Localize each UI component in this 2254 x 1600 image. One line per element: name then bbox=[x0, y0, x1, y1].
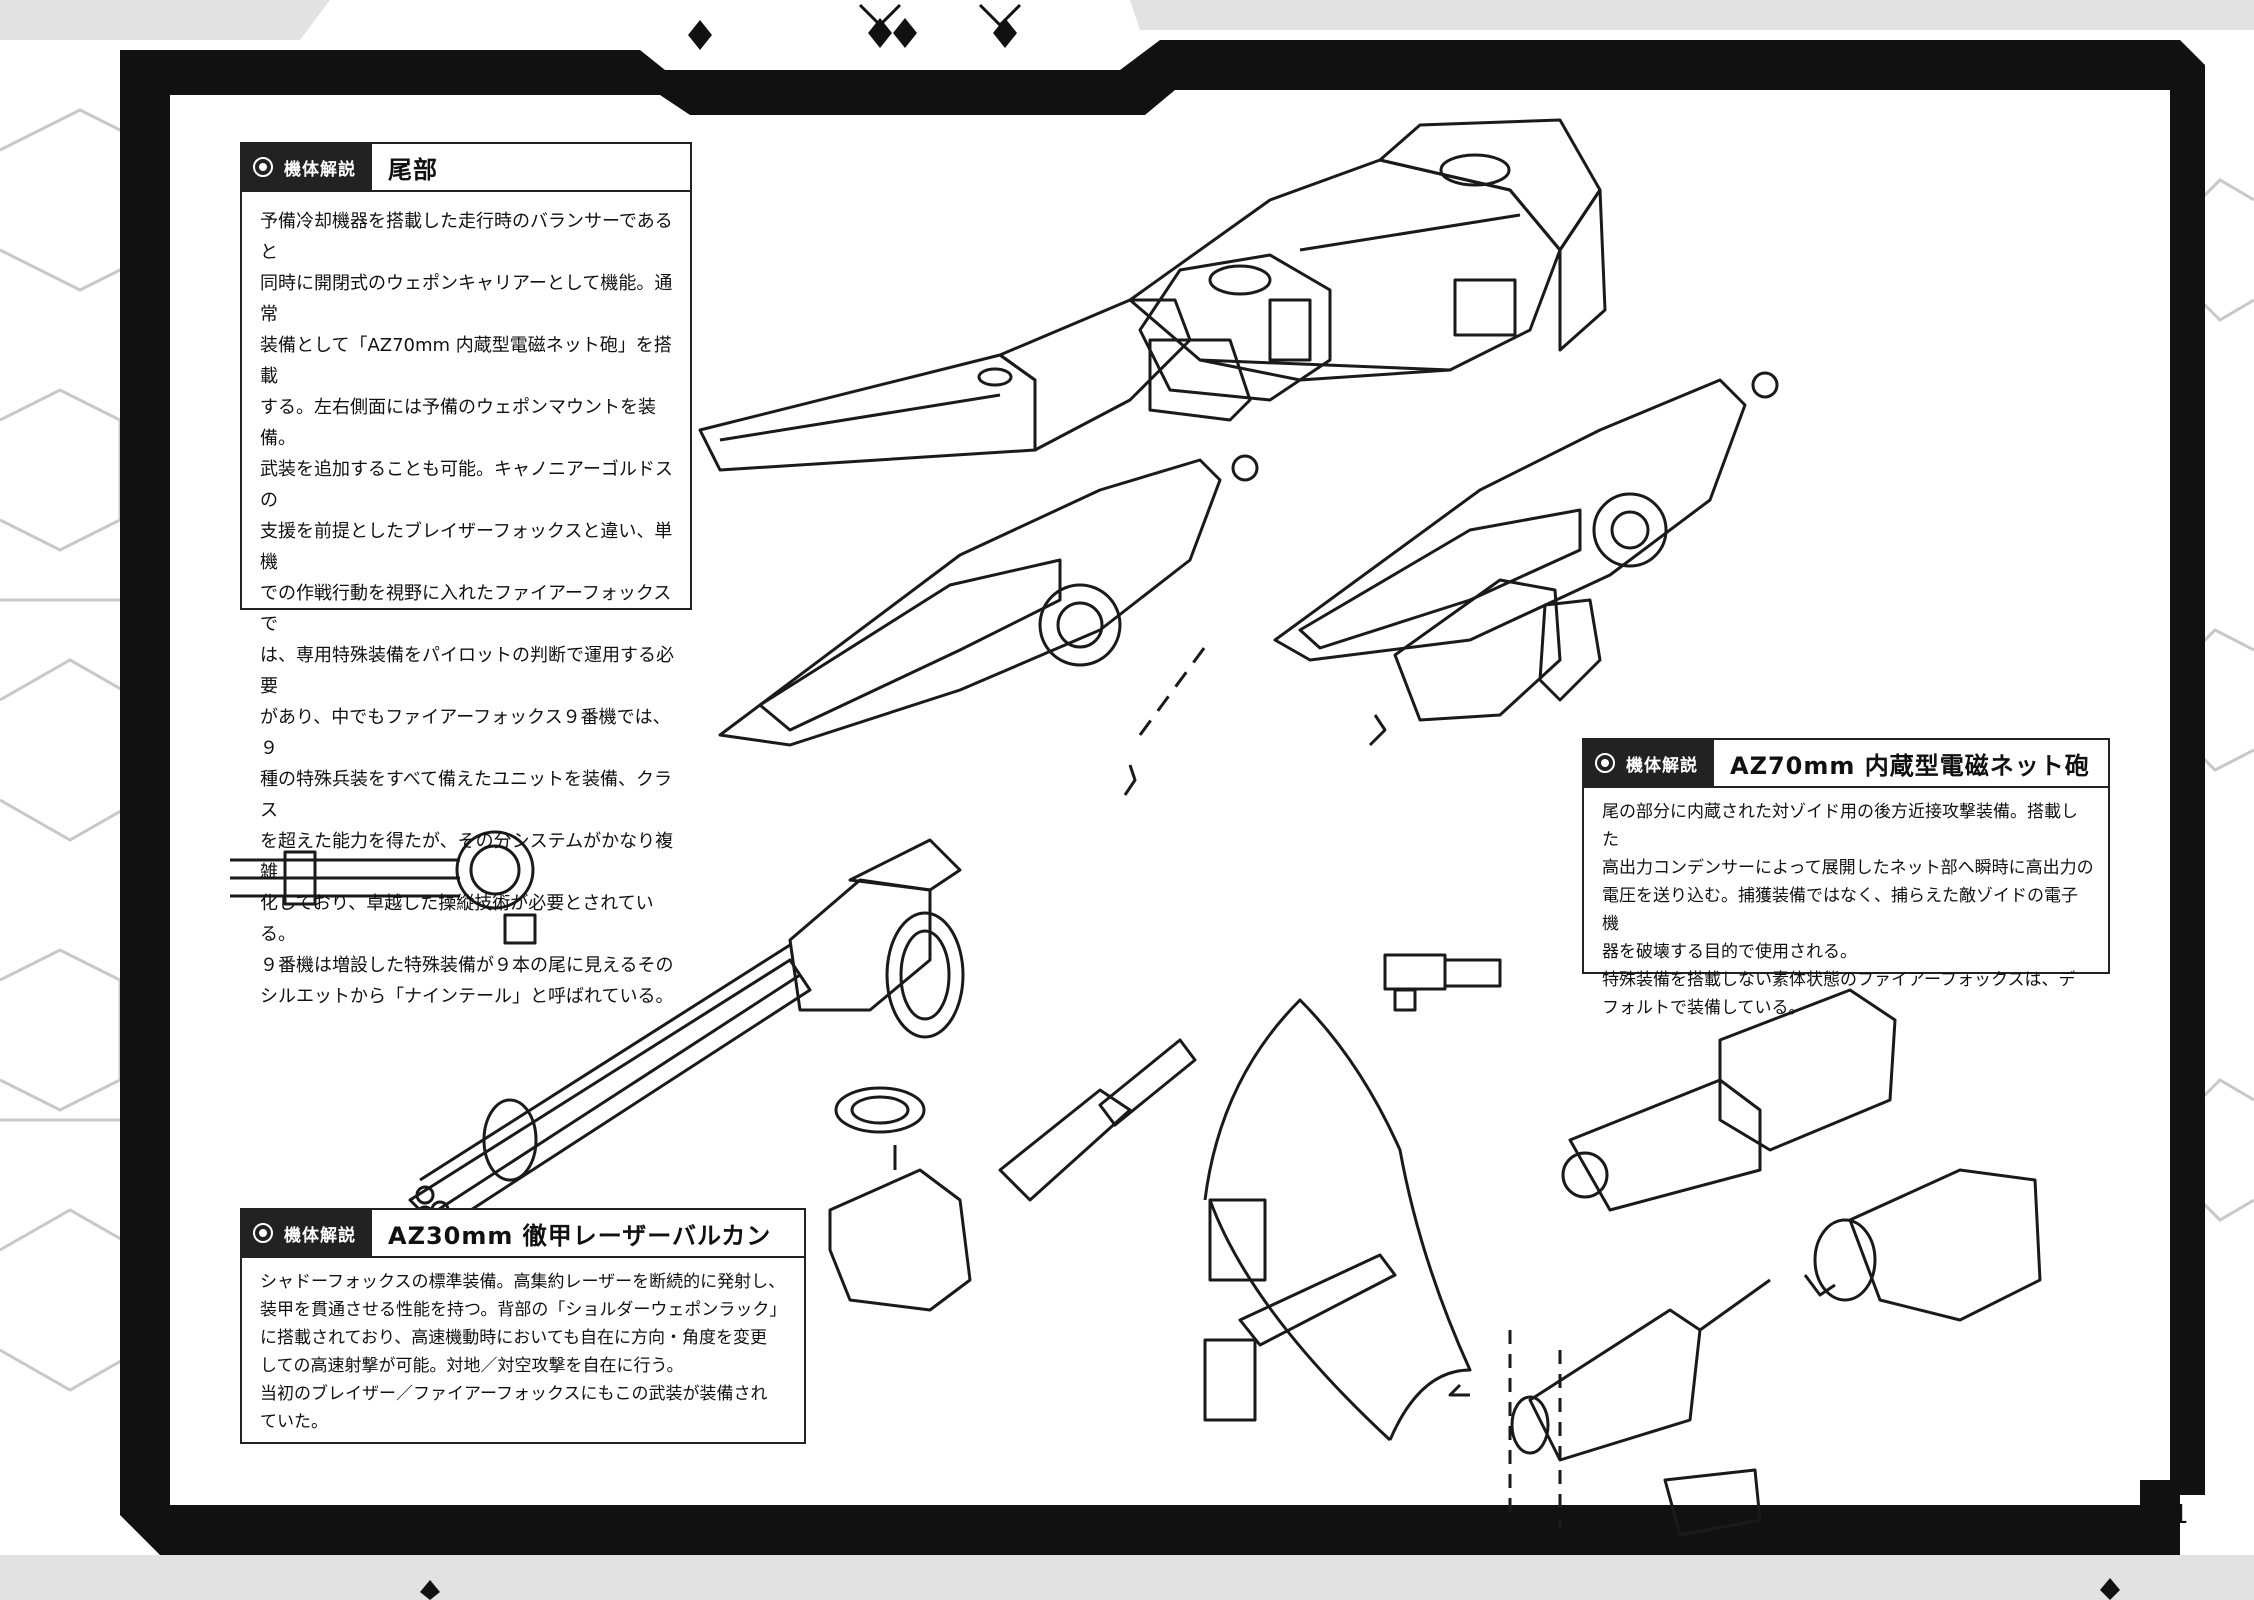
text-line: 予備冷却機器を搭載した走行時のバランサーであると bbox=[260, 211, 673, 263]
net-deployment-illustration bbox=[1203, 998, 1472, 1442]
text-line: 器を破壊する目的で使用される。 bbox=[1602, 942, 1857, 962]
net-cannon-box-header: 機体解説 AZ70mm 内蔵型電磁ネット砲 bbox=[1584, 740, 2108, 788]
text-line: シャドーフォックスの標準装備。高集約レーザーを断続的に発射し、 bbox=[260, 1272, 786, 1292]
text-line: 支援を前提としたブレイザーフォックスと違い、単機 bbox=[260, 521, 673, 573]
section-tag: 機体解説 bbox=[1584, 740, 1714, 786]
gear-icon bbox=[253, 1223, 273, 1243]
text-line: 当初のブレイザー／ファイアーフォックスにもこの武装が装備され bbox=[260, 1384, 768, 1404]
vulcan-description-box: 機体解説 AZ30mm 徹甲レーザーバルカン シャドーフォックスの標準装備。高集… bbox=[240, 1208, 806, 1444]
text-line: があり、中でもファイアーフォックス９番機では、９ bbox=[260, 707, 671, 759]
text-line: 化しており、卓越した操縦技術が必要とされている。 bbox=[260, 893, 654, 945]
text-line: 武装を追加することも可能。キャノニアーゴルドスの bbox=[260, 459, 673, 511]
page-number: 131 bbox=[2139, 1500, 2189, 1530]
section-tag-label: 機体解説 bbox=[284, 159, 356, 180]
text-line: に搭載されており、高速機動時においても自在に方向・角度を変更 bbox=[260, 1328, 767, 1348]
vulcan-box-header: 機体解説 AZ30mm 徹甲レーザーバルカン bbox=[242, 1210, 804, 1258]
text-line: を超えた能力を得たが、その分システムがかなり複雑 bbox=[260, 831, 674, 883]
text-line: 尾の部分に内蔵された対ゾイド用の後方近接攻撃装備。搭載した bbox=[1602, 802, 2078, 850]
section-tag-label: 機体解説 bbox=[1626, 755, 1698, 776]
small-part-illustration bbox=[1383, 953, 1502, 1012]
text-line: する。左右側面には予備のウェポンマウントを装備。 bbox=[260, 397, 656, 449]
tail-description-box: 機体解説 尾部 予備冷却機器を搭載した走行時のバランサーであると 同時に開閉式の… bbox=[240, 142, 692, 1007]
text-line: 高出力コンデンサーによって展開したネット部へ瞬時に高出力の bbox=[1602, 858, 2094, 878]
text-line: での作戦行動を視野に入れたファイアーフォックスで bbox=[260, 583, 672, 635]
tail-segment-left-illustration bbox=[718, 454, 1259, 796]
tail-assembly-illustration bbox=[698, 118, 1607, 472]
corner-marks bbox=[858, 3, 1022, 28]
section-tag: 機体解説 bbox=[242, 144, 372, 190]
text-line: しての高速射撃が可能。対地／対空攻撃を自在に行う。 bbox=[260, 1356, 684, 1376]
text-line: は、専用特殊装備をパイロットの判断で運用する必要 bbox=[260, 645, 674, 697]
gear-icon bbox=[1595, 753, 1615, 773]
vulcan-box-title: AZ30mm 徹甲レーザーバルカン bbox=[388, 1221, 772, 1250]
tail-box-header: 機体解説 尾部 bbox=[242, 144, 690, 192]
text-line: 同時に開閉式のウェポンキャリアーとして機能。通常 bbox=[260, 273, 673, 325]
text-line: シルエットから「ナインテール」と呼ばれている。 bbox=[260, 986, 674, 1007]
section-tag-label: 機体解説 bbox=[284, 1225, 356, 1246]
gear-icon bbox=[253, 157, 273, 177]
net-cannon-box-title: AZ70mm 内蔵型電磁ネット砲 bbox=[1730, 751, 2090, 780]
text-line: 電圧を送り込む。捕獲装備ではなく、捕らえた敵ゾイドの電子機 bbox=[1602, 886, 2078, 934]
tail-segment-right-illustration bbox=[1273, 371, 1779, 747]
text-line: ９番機は増設した特殊装備が９本の尾に見えるその bbox=[260, 955, 674, 976]
tail-box-body: 予備冷却機器を搭載した走行時のバランサーであると 同時に開閉式のウェポンキャリア… bbox=[260, 206, 676, 1012]
text-line: ていた。 bbox=[260, 1412, 328, 1432]
tail-box-title: 尾部 bbox=[388, 155, 438, 184]
text-line: 装備として「AZ70mm 内蔵型電磁ネット砲」を搭載 bbox=[260, 335, 672, 387]
net-cannon-description-box: 機体解説 AZ70mm 内蔵型電磁ネット砲 尾の部分に内蔵された対ゾイド用の後方… bbox=[1582, 738, 2110, 1018]
net-cannon-parts-illustration bbox=[1448, 988, 2042, 1537]
text-line: 種の特殊兵装をすべて備えたユニットを装備、クラス bbox=[260, 769, 673, 821]
section-tag: 機体解説 bbox=[242, 1210, 372, 1256]
diamond-decorations bbox=[420, 18, 2120, 1600]
text-line: 装甲を貫通させる性能を持つ。背部の「ショルダーウェポンラック」 bbox=[260, 1300, 787, 1320]
vulcan-box-body: シャドーフォックスの標準装備。高集約レーザーを断続的に発射し、 装甲を貫通させる… bbox=[260, 1268, 790, 1436]
text-line: 特殊装備を搭載しない素体状態のファイアーフォックスは、デ bbox=[1602, 970, 2076, 990]
vulcan-mount-illustration bbox=[828, 1038, 1197, 1312]
text-line: フォルトで装備している。 bbox=[1602, 998, 1806, 1018]
small-vulcan-illustration bbox=[230, 830, 537, 945]
net-cannon-box-body: 尾の部分に内蔵された対ゾイド用の後方近接攻撃装備。搭載した 高出力コンデンサーに… bbox=[1602, 798, 2094, 1022]
